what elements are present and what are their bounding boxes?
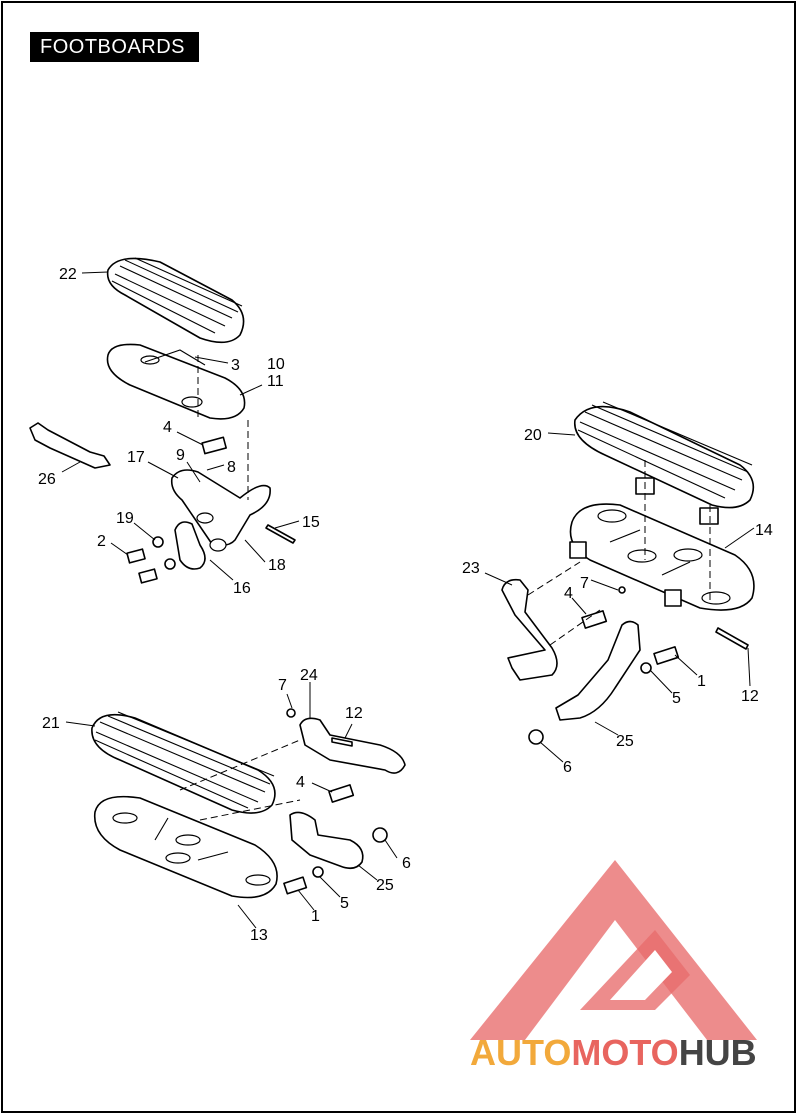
bumper-26 — [29, 422, 111, 469]
callout-26: 26 — [38, 471, 56, 488]
callout-6-right: 6 — [563, 759, 572, 776]
footboard-pad-22 — [106, 257, 245, 344]
callout-8: 8 — [227, 459, 236, 476]
callout-6-lower: 6 — [402, 855, 411, 872]
screw-4-upper — [201, 436, 227, 455]
callout-3: 3 — [231, 357, 240, 374]
screw-2 — [126, 548, 146, 564]
washer-5-lower — [312, 866, 324, 878]
footboard-base-14 — [569, 503, 755, 611]
callout-7-lower: 7 — [278, 677, 287, 694]
footboard-pivot-16 — [174, 521, 227, 570]
screw-4-right — [581, 610, 608, 629]
callout-11: 11 — [267, 373, 284, 390]
screw-4-lower — [328, 784, 355, 803]
leader-lines — [61, 271, 755, 929]
callout-9: 9 — [176, 447, 185, 464]
bolt-12-right — [715, 627, 749, 650]
callout-labels: 22 3 10 11 4 9 8 17 26 15 19 2 18 16 20 … — [38, 266, 773, 944]
callout-4-upper: 4 — [163, 419, 172, 436]
footboard-bracket-17 — [170, 469, 271, 547]
callout-12-lower: 12 — [345, 705, 363, 722]
callout-7-right: 7 — [580, 575, 589, 592]
screw-1-right — [653, 646, 680, 665]
nut-6-right — [528, 729, 544, 745]
callout-14: 14 — [755, 522, 773, 539]
callout-16: 16 — [233, 580, 251, 597]
bracket-25-lower — [289, 811, 364, 870]
callout-12-right: 12 — [741, 688, 759, 705]
screw-2b — [138, 568, 158, 584]
callout-19: 19 — [116, 510, 134, 527]
pin-15 — [265, 524, 296, 544]
footboard-base-13 — [93, 795, 278, 899]
bracket-23 — [501, 578, 558, 681]
footboard-base-11 — [106, 343, 246, 420]
callout-22: 22 — [59, 266, 77, 283]
screw-1-lower — [283, 876, 308, 895]
callout-4-lower: 4 — [296, 774, 305, 791]
watermark-logo — [470, 860, 757, 1040]
callout-18: 18 — [268, 557, 286, 574]
bolt-12-lower — [331, 737, 353, 747]
callout-2: 2 — [97, 533, 106, 550]
nut-6-lower — [372, 827, 388, 843]
pin-7-lower — [286, 708, 296, 718]
callout-23: 23 — [462, 560, 480, 577]
watermark-brand: AUTOMOTOHUB — [470, 1032, 757, 1073]
callout-1-lower: 1 — [311, 908, 320, 925]
callout-25-right: 25 — [616, 733, 634, 750]
callout-15: 15 — [302, 514, 320, 531]
callout-24: 24 — [300, 667, 318, 684]
footboard-pad-21 — [91, 711, 276, 814]
callout-13: 13 — [250, 927, 268, 944]
callout-4-right: 4 — [564, 585, 573, 602]
callout-17: 17 — [127, 449, 145, 466]
callout-1-right: 1 — [697, 673, 706, 690]
callout-25-lower: 25 — [376, 877, 394, 894]
callout-5-lower: 5 — [340, 895, 349, 912]
nut-19 — [152, 536, 176, 570]
washer-5-right — [640, 662, 652, 674]
callout-5-right: 5 — [672, 690, 681, 707]
callout-20: 20 — [524, 427, 542, 444]
callout-10: 10 — [267, 356, 285, 373]
pin-7-right — [618, 586, 626, 594]
page-title: FOOTBOARDS — [30, 32, 200, 62]
bracket-25-right — [555, 620, 641, 721]
callout-21: 21 — [42, 715, 60, 732]
